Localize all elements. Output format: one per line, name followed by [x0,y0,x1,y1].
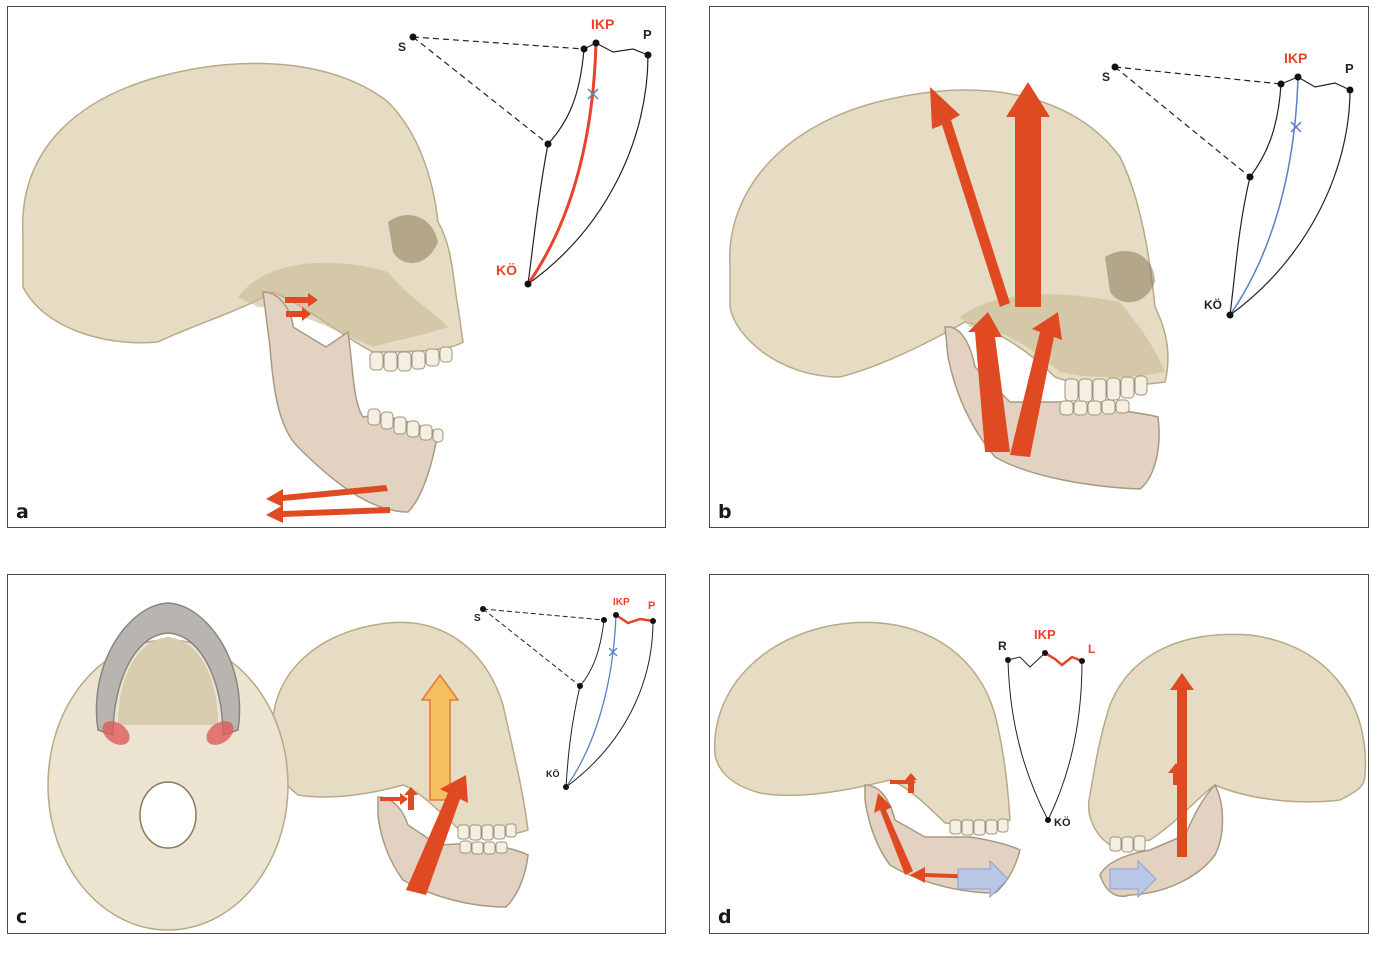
label-ikp: IKP [613,597,630,608]
panel-c: S IKP P KÖ c [7,574,666,934]
label-ko: KÖ [1054,816,1071,829]
label-s: S [1102,70,1110,84]
panel-letter: d [718,906,732,928]
panel-c-figure: S IKP P KÖ [8,575,666,934]
panel-d-figure: R IKP L KÖ [710,575,1369,934]
path-diagram-d [1008,653,1082,820]
label-ikp: IKP [1284,50,1307,66]
label-s: S [398,40,406,54]
teeth [458,824,516,854]
panel-a: S IKP P KÖ a [7,6,666,528]
panel-letter: a [16,501,29,523]
label-s: S [474,613,481,624]
label-r: R [998,639,1007,653]
foramen-magnum [140,782,196,848]
skull-cranium-left [715,622,1010,824]
panel-d: R IKP L KÖ d [709,574,1369,934]
panel-a-figure: S IKP P KÖ [8,7,666,528]
label-ikp: IKP [1034,627,1056,642]
panel-letter: b [718,501,732,523]
panel-b-figure: S IKP P KÖ [710,7,1369,528]
lower-teeth [1060,400,1129,415]
label-l: L [1088,642,1095,656]
label-ko: KÖ [1204,297,1222,312]
skull-cranium-right [1089,634,1366,845]
label-p: P [648,600,655,612]
panel-b: S IKP P KÖ b [709,6,1369,528]
panel-letter: c [16,906,27,928]
label-p: P [1345,61,1354,76]
label-ikp: IKP [591,16,614,32]
teeth-left [950,819,1008,835]
teeth-right [1110,836,1145,852]
label-ko: KÖ [496,262,517,278]
label-p: P [643,27,652,42]
label-ko: KÖ [546,769,560,779]
